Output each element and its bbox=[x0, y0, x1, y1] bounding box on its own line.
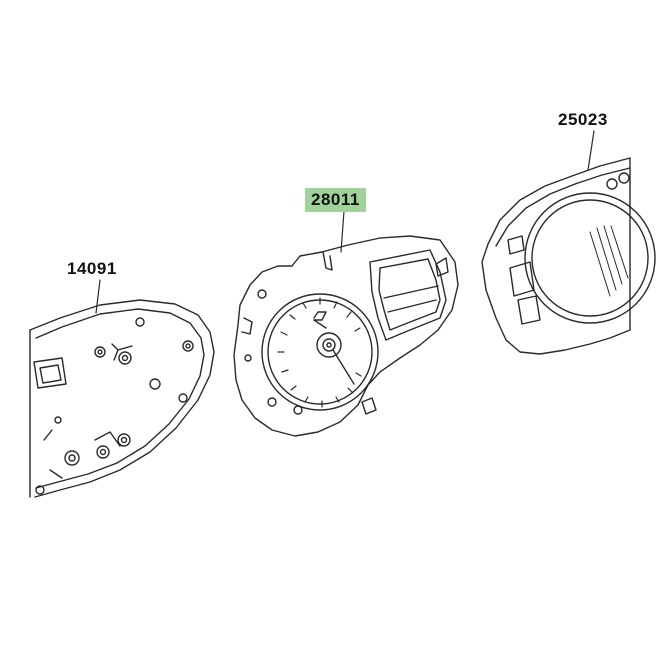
meter-case-lower-drawing bbox=[29, 299, 215, 498]
meter-assy-drawing bbox=[233, 235, 459, 437]
meter-cover-drawing bbox=[481, 157, 656, 355]
part-number-28011: 28011 bbox=[305, 188, 366, 212]
leader-lines bbox=[95, 130, 595, 314]
part-number-14091: 14091 bbox=[67, 259, 117, 278]
leader-line-14091 bbox=[95, 279, 101, 314]
leader-line-25023 bbox=[587, 130, 595, 171]
part-number-25023: 25023 bbox=[558, 110, 608, 129]
leader-line-28011 bbox=[340, 210, 345, 253]
